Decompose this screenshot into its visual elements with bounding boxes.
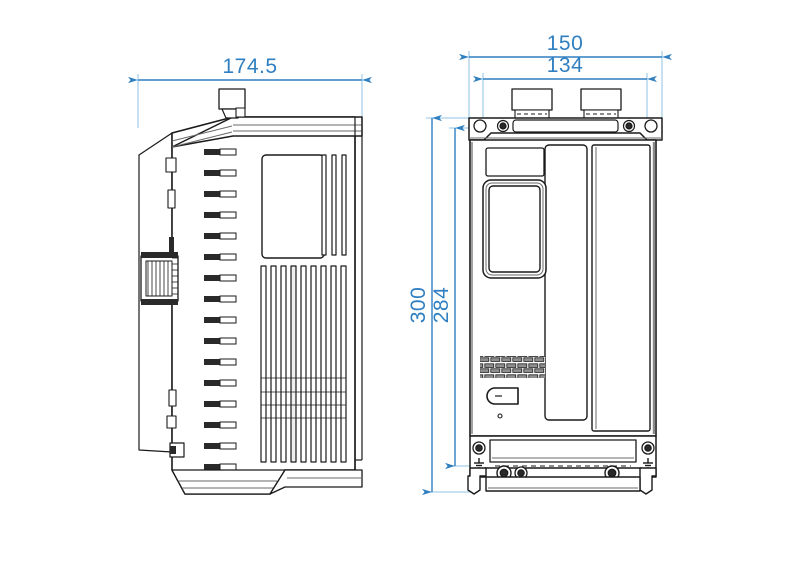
side-top-slope2 (171, 131, 233, 148)
dimension-labels: 174.5 150 134 300 284 (222, 32, 584, 324)
front-pilot-hole (497, 413, 503, 419)
side-base-plate (171, 469, 363, 495)
side-fin-perforation-band (261, 377, 346, 419)
side-fin-slots-lower (260, 265, 347, 463)
front-keypad-display (482, 179, 547, 279)
front-top-screw-right (622, 119, 636, 133)
front-mount-screw-bottom-right (641, 441, 655, 455)
front-top-terminal-strip (512, 119, 619, 133)
dim-label-front-width-inner: 134 (547, 54, 584, 77)
side-fin-slots-upper (321, 154, 347, 256)
side-bottom-bracket (169, 442, 185, 458)
front-mount-hole-top-left (473, 119, 487, 133)
front-vent-grille (480, 356, 545, 378)
front-top-mounting-bracket (468, 117, 663, 141)
side-front-label-panel (261, 154, 325, 259)
side-chevron-vent-column (197, 145, 237, 485)
side-top-slope1 (171, 125, 233, 142)
dim-label-front-height-inner: 284 (430, 287, 453, 324)
front-mount-hole-top-right (644, 119, 658, 133)
dim-label-front-height-outer: 300 (407, 287, 430, 324)
front-mount-screw-bottom-left (472, 441, 486, 455)
side-top-connector (218, 88, 246, 119)
front-terminal-cover-panel (591, 144, 651, 432)
front-nameplate-label (485, 147, 545, 177)
dim-label-front-width-outer: 150 (547, 32, 584, 55)
front-small-connector-icon (486, 387, 519, 405)
front-center-cover-panel (544, 144, 588, 421)
front-top-screw-left (496, 119, 510, 133)
side-view-group (138, 88, 363, 495)
front-foot-right (639, 467, 657, 495)
front-bottom-rail (485, 476, 641, 492)
front-view-group (467, 88, 663, 495)
front-bottom-mounting-bracket (467, 435, 657, 495)
front-foot-left (467, 467, 487, 495)
dimension-lines (128, 53, 672, 496)
side-terminal-block (140, 252, 179, 305)
dim-label-side-width: 174.5 (222, 55, 277, 78)
front-top-connectors (511, 88, 622, 119)
